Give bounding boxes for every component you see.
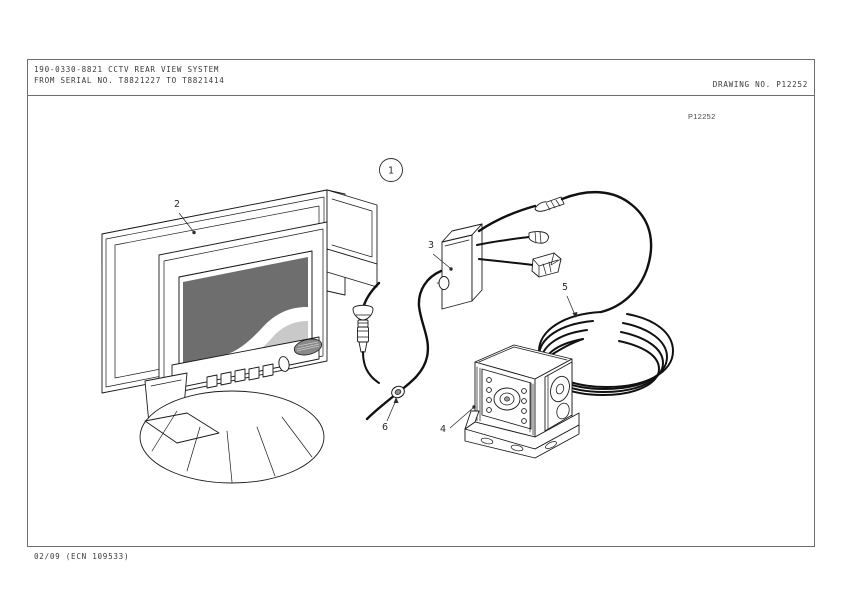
title-block-line1: 190-0330-8821 CCTV REAR VIEW SYSTEM xyxy=(34,65,220,74)
part-reference-label: P12252 xyxy=(688,112,716,121)
revision-footer: 02/09 (ECN 109533) xyxy=(34,552,130,561)
drawing-number: DRAWING NO. P12252 xyxy=(712,80,808,89)
title-block-line2: FROM SERIAL NO. T8821227 TO T8821414 xyxy=(34,76,225,85)
drawing-frame-border xyxy=(27,59,815,547)
title-block-divider xyxy=(27,95,815,96)
